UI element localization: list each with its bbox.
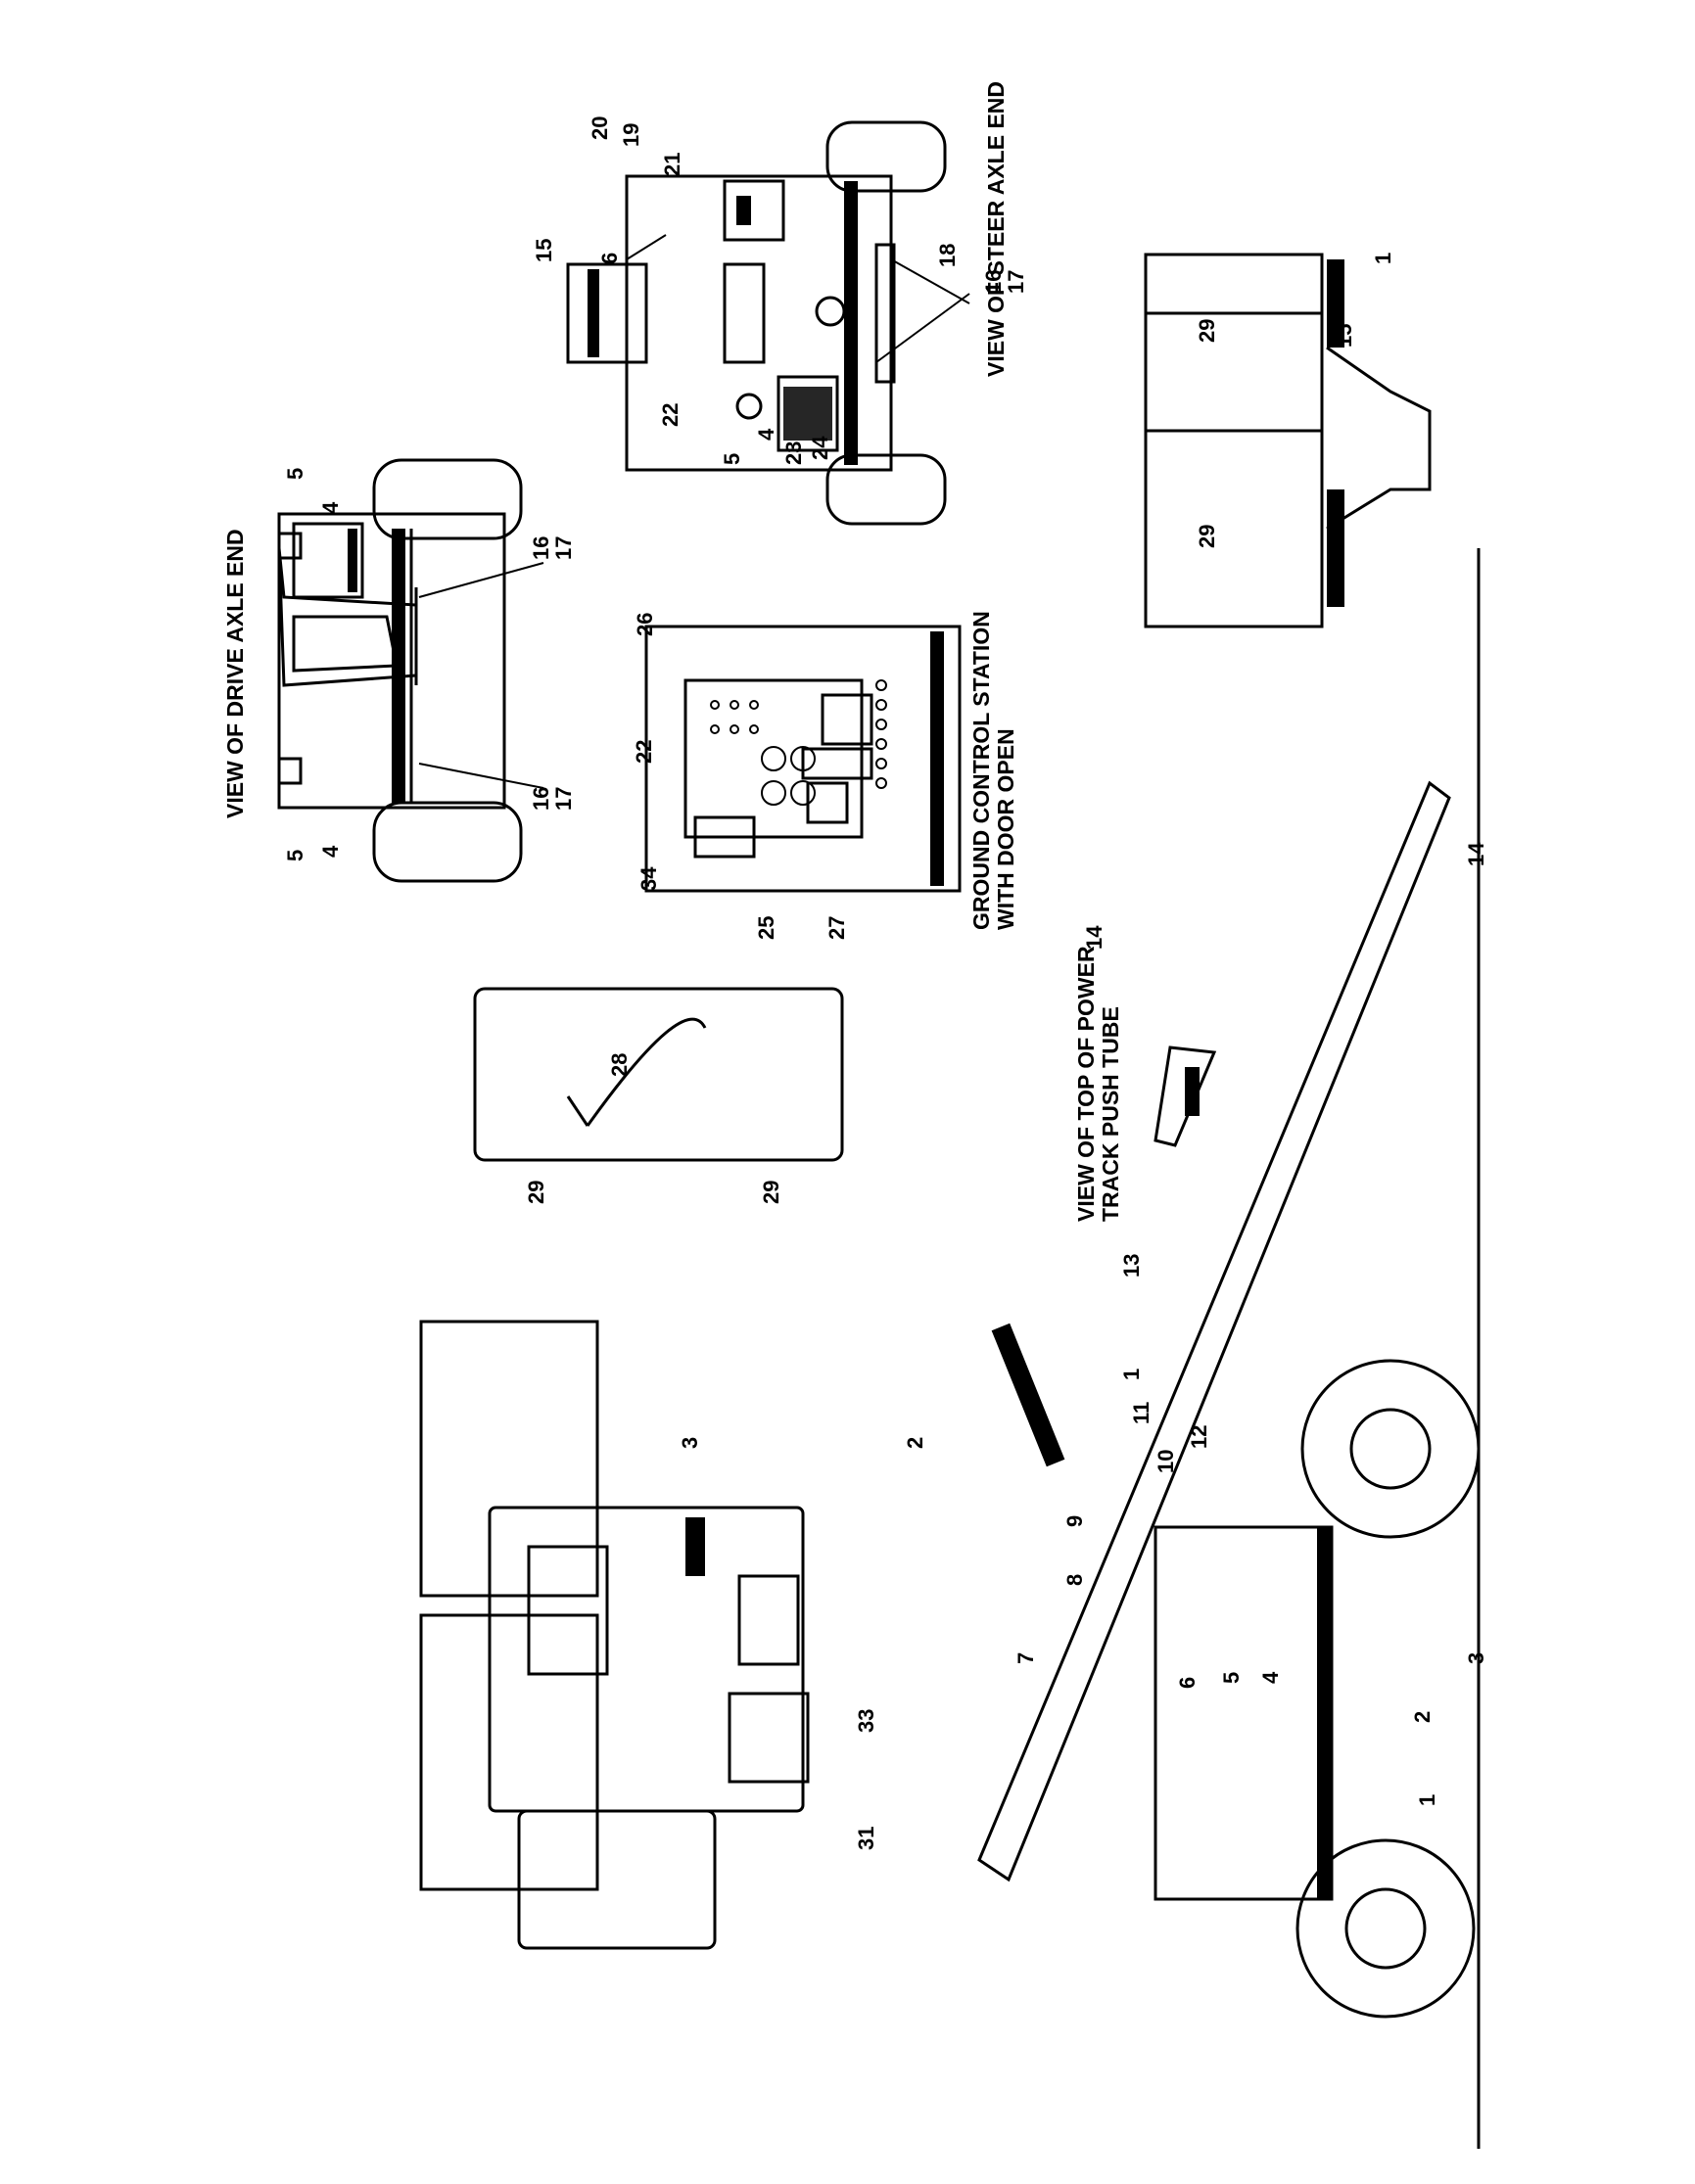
platform-callout-29a: 29 [524, 1181, 548, 1204]
side-callout-14: 14 [1464, 842, 1488, 866]
drive-axle-end-view: VIEW OF DRIVE AXLE END 5 4 16 17 16 17 4… [222, 458, 576, 883]
steer-callout-23: 23 [781, 441, 806, 465]
platform-callout-28: 28 [607, 1053, 632, 1077]
ground-title-1: GROUND CONTROL STATION [968, 611, 994, 930]
steer-callout-4: 4 [754, 428, 778, 441]
platform-top-view: 28 29 29 [473, 987, 844, 1204]
push-tube-view: VIEW OF TOP OF POWER TRACK PUSH TUBE 14 [1073, 925, 1217, 1222]
side-callout-1a: 1 [1119, 1369, 1144, 1380]
tube-title-2: TRACK PUSH TUBE [1098, 1006, 1123, 1222]
steer-axle-end-view: VIEW OF STEER AXLE END 15 6 21 20 19 18 … [532, 81, 1028, 526]
tube-title-1: VIEW OF TOP OF POWER [1073, 946, 1099, 1222]
ground-callout-34: 34 [636, 866, 661, 891]
ground-control-view: GROUND CONTROL STATION WITH DOOR OPEN 22… [632, 611, 1018, 940]
side-callout-13: 13 [1119, 1254, 1144, 1278]
steer-callout-6: 6 [597, 253, 622, 264]
drive-axle-title: VIEW OF DRIVE AXLE END [222, 529, 248, 818]
machine-top-view: 3 2 33 31 [419, 1320, 927, 1950]
steer-callout-22: 22 [658, 403, 683, 427]
side-callout-6: 6 [1175, 1677, 1200, 1689]
drive-callout-5b: 5 [283, 850, 307, 861]
side-callout-8: 8 [1062, 1574, 1087, 1586]
side-callout-7: 7 [1013, 1652, 1038, 1664]
rear-callout-29b: 29 [1195, 525, 1219, 548]
side-callout-1b: 1 [1415, 1794, 1439, 1806]
side-callout-9: 9 [1062, 1515, 1087, 1527]
drive-callout-4b: 4 [318, 845, 343, 858]
platform-rear-view: 1 29 15 29 [1144, 253, 1432, 628]
top-callout-2: 2 [903, 1437, 927, 1449]
top-callout-33: 33 [854, 1709, 878, 1733]
steer-callout-18: 18 [935, 244, 960, 267]
steer-callout-21: 21 [660, 153, 684, 176]
side-callout-11: 11 [1129, 1402, 1154, 1424]
side-callout-2: 2 [1410, 1711, 1435, 1723]
steer-callout-15: 15 [532, 239, 556, 262]
steer-callout-24: 24 [808, 436, 832, 460]
top-callout-31: 31 [854, 1827, 878, 1850]
ground-callout-27: 27 [824, 916, 849, 940]
side-callout-5: 5 [1219, 1672, 1244, 1684]
steer-callout-19: 19 [619, 123, 643, 147]
steer-callout-16: 16 [981, 270, 1006, 294]
drive-callout-16b: 16 [529, 787, 553, 811]
side-callout-4: 4 [1258, 1671, 1283, 1684]
drive-callout-17a: 17 [551, 536, 576, 560]
drive-callout-16a: 16 [529, 536, 553, 560]
machine-side-view: 13 1 11 10 12 9 8 7 3 2 6 5 4 1 14 [977, 548, 1488, 2149]
drive-callout-5a: 5 [283, 468, 307, 480]
drive-callout-17b: 17 [551, 787, 576, 811]
platform-callout-29b: 29 [759, 1181, 783, 1204]
side-callout-12: 12 [1187, 1425, 1211, 1449]
ground-callout-22: 22 [632, 740, 656, 764]
rear-callout-15: 15 [1332, 324, 1356, 348]
drive-callout-4a: 4 [318, 501, 343, 514]
side-callout-10: 10 [1154, 1450, 1178, 1473]
steer-axle-title: VIEW OF STEER AXLE END [983, 81, 1009, 377]
steer-callout-17: 17 [1004, 270, 1028, 294]
ground-title-2: WITH DOOR OPEN [993, 728, 1018, 930]
top-callout-3: 3 [678, 1437, 702, 1449]
ground-callout-26: 26 [633, 613, 657, 636]
rear-callout-1: 1 [1371, 253, 1395, 264]
tube-callout-14: 14 [1082, 925, 1106, 950]
side-callout-3: 3 [1464, 1652, 1488, 1664]
steer-callout-5: 5 [720, 453, 744, 465]
ground-callout-25: 25 [754, 916, 778, 940]
rear-callout-29a: 29 [1195, 319, 1219, 343]
steer-callout-20: 20 [588, 116, 612, 140]
